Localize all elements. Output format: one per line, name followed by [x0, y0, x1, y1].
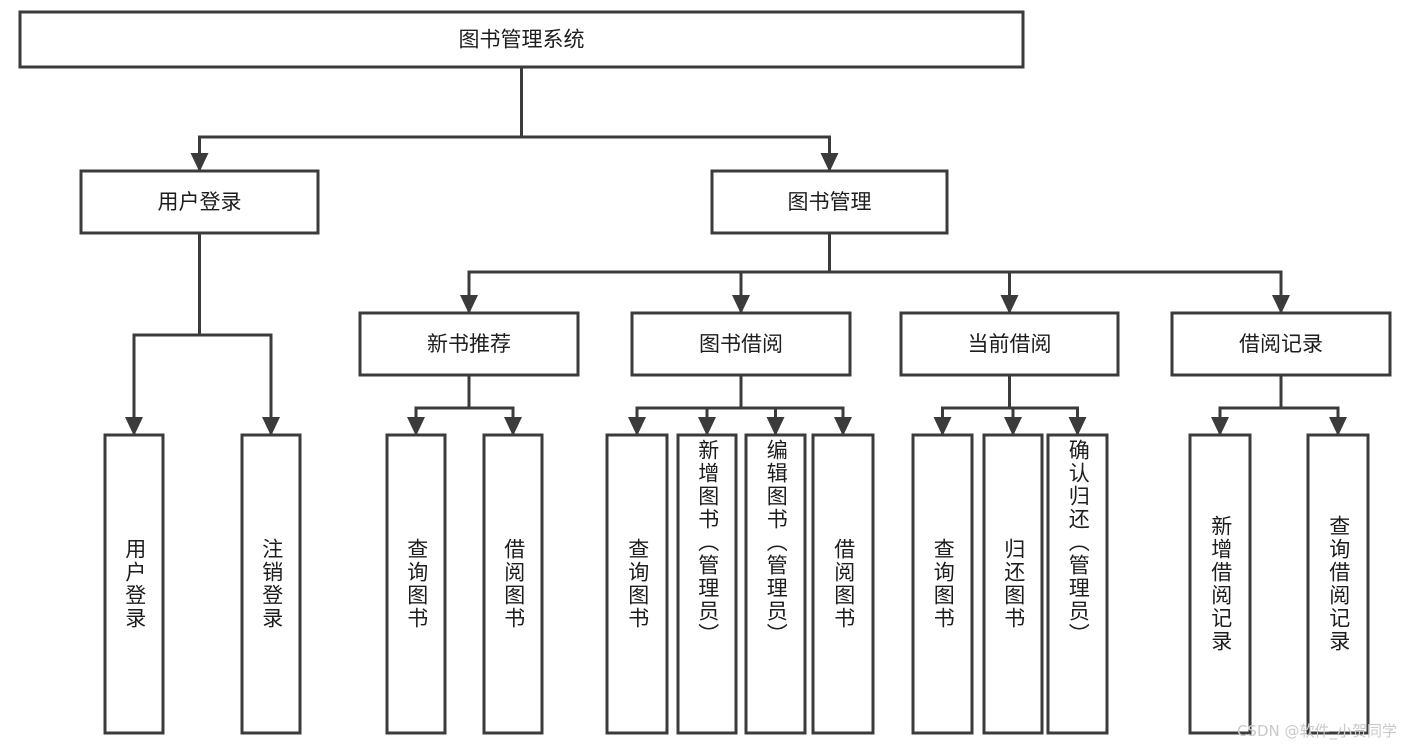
arrow-head-icon — [1211, 417, 1229, 436]
arrow-head-icon — [190, 153, 209, 172]
node-box-root[interactable] — [18, 10, 1025, 69]
node-label-level1-1: 图书管理 — [788, 190, 872, 214]
node-box-level2-1[interactable] — [630, 311, 852, 377]
node-box-level1-1[interactable] — [710, 169, 949, 235]
leaf-box-10[interactable] — [1046, 433, 1109, 735]
connector-links — [125, 65, 1347, 436]
node-box-level1-0[interactable] — [79, 169, 320, 235]
arrow-head-icon — [1068, 417, 1087, 436]
node-label-root: 图书管理系统 — [459, 28, 585, 52]
node-boxes — [18, 10, 1392, 735]
arrow-head-icon — [1272, 295, 1290, 314]
node-label-level2-3: 借阅记录 — [1239, 332, 1323, 356]
arrow-head-icon — [460, 295, 478, 314]
leaf-box-0[interactable] — [103, 433, 165, 735]
node-label-level2-0: 新书推荐 — [427, 332, 511, 356]
arrow-head-icon — [820, 153, 839, 172]
leaf-box-11[interactable] — [1188, 433, 1252, 735]
leaf-box-7[interactable] — [811, 433, 875, 735]
arrow-head-icon — [628, 417, 646, 436]
leaf-box-8[interactable] — [911, 433, 974, 735]
arrow-head-icon — [1000, 295, 1019, 314]
arrow-head-icon — [504, 417, 522, 436]
arrow-head-icon — [1004, 417, 1022, 436]
leaf-box-12[interactable] — [1306, 433, 1370, 735]
watermark-text: CSDN @软件_小贺同学 — [1236, 722, 1397, 740]
node-label-level2-2: 当前借阅 — [968, 332, 1052, 356]
arrow-head-icon — [1329, 417, 1347, 436]
arrow-head-icon — [766, 417, 785, 436]
node-label-level1-0: 用户登录 — [158, 190, 242, 214]
leaf-box-6[interactable] — [744, 433, 807, 735]
node-box-level2-2[interactable] — [899, 311, 1120, 377]
arrow-head-icon — [732, 295, 750, 314]
arrow-head-icon — [262, 417, 280, 436]
arrow-head-icon — [125, 417, 143, 436]
arrow-head-icon — [407, 417, 425, 436]
leaf-box-4[interactable] — [605, 433, 669, 735]
arrow-head-icon — [698, 417, 716, 436]
leaf-box-1[interactable] — [240, 433, 302, 735]
leaf-box-3[interactable] — [482, 433, 544, 735]
leaf-box-9[interactable] — [982, 433, 1044, 735]
node-label-level2-1: 图书借阅 — [699, 332, 783, 356]
leaf-box-5[interactable] — [676, 433, 738, 735]
arrow-head-icon — [834, 417, 852, 436]
node-box-level2-3[interactable] — [1170, 311, 1392, 377]
arrow-head-icon — [933, 417, 952, 436]
leaf-box-2[interactable] — [385, 433, 447, 735]
node-box-level2-0[interactable] — [358, 311, 580, 377]
